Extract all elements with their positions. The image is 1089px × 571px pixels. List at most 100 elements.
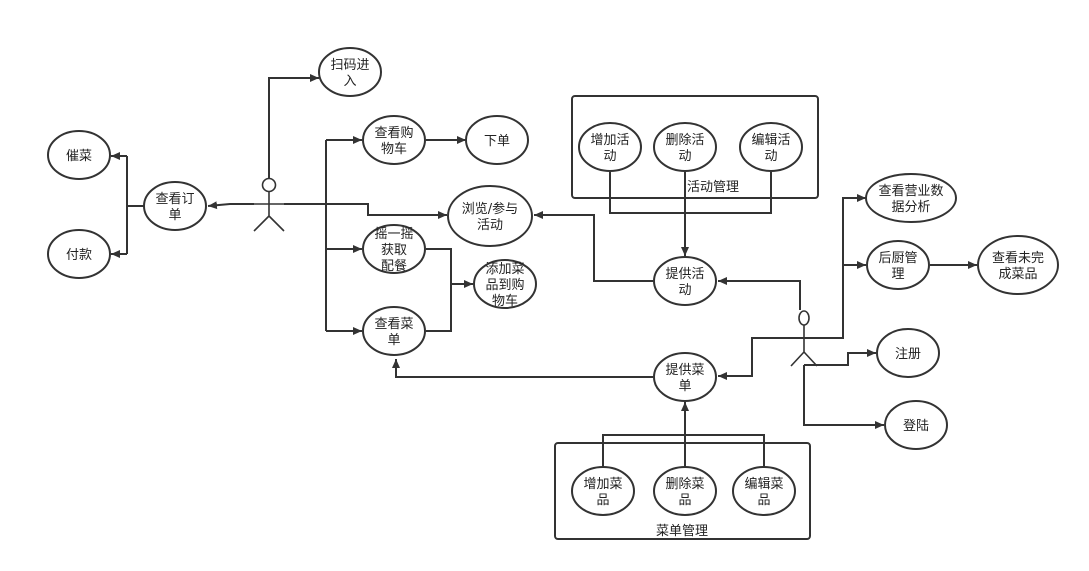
- edge-provide-menu-view-menu: [392, 359, 653, 378]
- use-case-shake-shape: [362, 224, 426, 274]
- use-case-cui-shape: [47, 130, 111, 180]
- use-case-view-stats-shape: [865, 173, 957, 223]
- admin-edges: [392, 172, 977, 467]
- use-case-browse-activity-label-0: 浏览/参与: [462, 201, 518, 217]
- use-case-del-activity-label-1: 动: [678, 149, 691, 164]
- use-case-add-activity-shape: [578, 122, 642, 172]
- customer-edges: [111, 74, 473, 335]
- use-case-view-unfinished-label-1: 成菜品: [998, 267, 1037, 282]
- use-case-edit-dish-label-0: 编辑菜: [744, 477, 783, 492]
- use-case-cui[interactable]: 催菜: [47, 130, 111, 180]
- use-case-provide-menu-label-1: 单: [678, 379, 691, 394]
- use-case-provide-menu-shape: [653, 352, 717, 402]
- use-case-view-cart-label-0: 查看购: [374, 125, 413, 141]
- use-case-add-dish-label-0: 增加菜: [583, 477, 622, 492]
- use-case-add-to-cart-label-2: 物车: [492, 293, 518, 309]
- use-case-provide-menu-label-0: 提供菜: [665, 362, 704, 378]
- use-case-shake-label-2: 配餐: [381, 258, 407, 274]
- edge-customer-scan: [268, 74, 319, 180]
- edge-customer-trunk: [284, 140, 327, 205]
- use-case-del-activity-label-0: 删除活: [665, 133, 704, 148]
- edge-admin-register: [804, 349, 876, 366]
- use-case-register-shape: [876, 328, 940, 378]
- use-case-browse-activity-label-1: 活动: [477, 218, 503, 233]
- use-case-cui-label-0: 催菜: [66, 149, 92, 164]
- use-case-view-cart-label-1: 物车: [381, 141, 407, 157]
- use-case-provide-activity-label-0: 提供活: [665, 266, 704, 282]
- edge-dish-join: [602, 434, 765, 467]
- use-case-view-unfinished-shape: [977, 235, 1059, 295]
- use-case-view-menu-label-0: 查看菜: [374, 316, 413, 332]
- admin-actor-head: [798, 310, 810, 326]
- use-case-provide-activity-label-1: 动: [678, 283, 691, 298]
- use-case-view-menu-label-1: 单: [387, 333, 400, 348]
- use-case-edit-dish-shape: [732, 466, 796, 516]
- edge-customer-view-order: [207, 201, 254, 210]
- activity-management-label: 活动管理: [687, 180, 739, 195]
- menu-management-label: 菜单管理: [656, 524, 708, 539]
- use-case-view-order-shape: [143, 181, 207, 231]
- use-case-kitchen-mgmt-label-1: 理: [891, 267, 904, 282]
- use-case-edit-activity-shape: [739, 122, 803, 172]
- use-case-add-dish-shape: [571, 466, 635, 516]
- use-case-login-shape: [884, 400, 948, 450]
- use-case-add-activity-label-1: 动: [603, 149, 616, 164]
- use-case-shake-label-1: 获取: [381, 243, 407, 258]
- use-case-edit-dish-label-1: 品: [757, 493, 770, 508]
- use-case-place-order-label-0: 下单: [484, 134, 510, 149]
- edge-customer-browse: [292, 203, 447, 219]
- use-case-register[interactable]: 注册: [876, 328, 940, 378]
- edge-provide-activity-browse: [534, 211, 653, 282]
- use-case-view-stats-label-1: 据分析: [891, 200, 930, 215]
- admin-actor[interactable]: [788, 310, 820, 367]
- use-case-place-order-shape: [465, 115, 529, 165]
- use-case-scan-label-1: 入: [343, 74, 356, 89]
- use-case-view-order-label-1: 单: [168, 208, 181, 223]
- use-case-add-activity-label-0: 增加活: [590, 133, 629, 148]
- use-case-del-activity-shape: [653, 122, 717, 172]
- use-case-add-to-cart-label-0: 添加菜: [485, 262, 524, 277]
- use-case-nodes: 扫码进入催菜付款查看订单查看购物车下单浏览/参与活动摇一摇获取配餐添加菜品到购物…: [47, 47, 1059, 516]
- use-case-browse-activity-shape: [447, 185, 533, 247]
- use-case-add-to-cart-label-1: 品到购: [485, 277, 524, 293]
- use-case-edit-activity-label-1: 动: [764, 149, 777, 164]
- edge-shake-add-cart: [426, 248, 452, 284]
- use-case-scan-label-0: 扫码进: [330, 58, 369, 73]
- use-case-pay[interactable]: 付款: [47, 229, 111, 279]
- use-case-add-to-cart-shape: [473, 259, 537, 309]
- use-case-edit-activity-label-0: 编辑活: [751, 133, 790, 148]
- use-case-kitchen-mgmt-label-0: 后厨管: [878, 251, 917, 266]
- use-case-provide-activity-shape: [653, 256, 717, 306]
- use-case-shake-label-0: 摇一摇: [374, 227, 413, 242]
- edge-admin-provide-activity: [718, 277, 801, 310]
- customer-actor[interactable]: [253, 177, 285, 232]
- use-case-pay-label-0: 付款: [66, 248, 92, 263]
- use-case-view-stats-label-0: 查看营业数: [878, 183, 943, 199]
- use-case-view-unfinished-label-0: 查看未完: [992, 250, 1044, 266]
- use-case-place-order[interactable]: 下单: [465, 115, 529, 165]
- use-case-view-cart-shape: [362, 115, 426, 165]
- use-case-login[interactable]: 登陆: [884, 400, 948, 450]
- use-case-del-dish-label-1: 品: [678, 493, 691, 508]
- use-case-login-label-0: 登陆: [903, 418, 929, 434]
- edge-admin-provide-menu: [718, 337, 788, 380]
